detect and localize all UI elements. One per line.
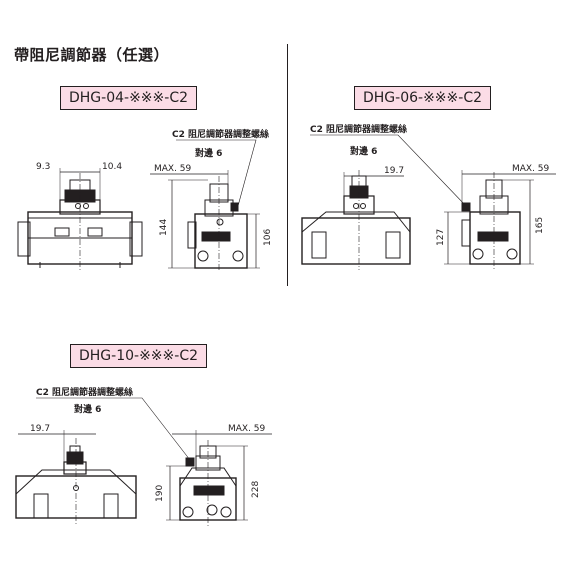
dhg-04-front-view [17,173,143,272]
dim-04-left: 9.3 [36,162,50,172]
dim-10-h1: 190 [155,485,165,502]
dim-04-h1: 144 [159,219,169,236]
dim-06-h1: 127 [436,229,446,246]
dim-04-right: 10.4 [102,162,122,172]
page-heading: 帶阻尼調節器（任選） [14,46,170,64]
dhg-06-drawing: 19.7 MAX. 59 127 165 C2 阻尼調節器調整螺絲 對邊 6 [301,123,556,270]
note-06-screw: C2 阻尼調節器調整螺絲 [310,123,407,135]
note-06-hex: 對邊 6 [350,145,377,157]
dhg-04-side-view [187,176,248,272]
dim-06-max: MAX. 59 [512,164,550,174]
dim-06-left: 19.7 [384,166,404,176]
dhg-04-drawing: 9.3 10.4 MAX. 59 144 106 C2 阻尼調節器調整螺絲 [17,128,273,272]
dhg-06-side-view [461,172,521,270]
note-04-screw: C2 阻尼調節器調整螺絲 [172,128,269,140]
dhg-10-side-view [179,440,237,526]
dim-10-max: MAX. 59 [228,424,266,434]
dim-06-h2: 165 [535,217,545,234]
note-10-hex: 對邊 6 [74,403,101,415]
model-label-dhg-04: DHG-04-※※※-C2 [60,86,197,110]
dim-10-left: 19.7 [30,424,50,434]
dim-04-h2: 106 [263,229,273,246]
dhg-06-front-view [301,170,411,270]
dhg-10-front-view [15,438,137,524]
dhg-10-drawing: 19.7 MAX. 59 190 228 C2 阻尼調節器調整螺絲 對邊 6 [15,386,272,526]
vertical-divider [287,44,288,286]
model-label-dhg-06: DHG-06-※※※-C2 [354,86,491,110]
dim-04-max: MAX. 59 [154,164,192,174]
note-10-screw: C2 阻尼調節器調整螺絲 [36,386,133,398]
dim-10-h2: 228 [251,481,261,498]
note-04-hex: 對邊 6 [195,147,222,159]
model-label-dhg-10: DHG-10-※※※-C2 [70,344,207,368]
